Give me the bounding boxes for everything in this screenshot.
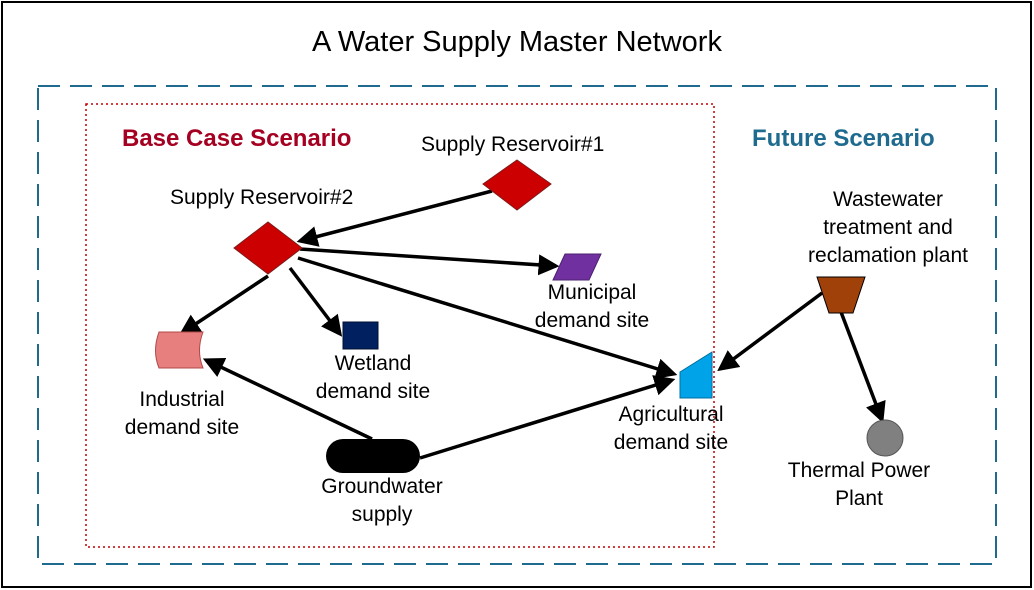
wetland-label: Wetland demand site — [302, 350, 444, 406]
agricultural-node — [679, 351, 713, 399]
groundwater-node — [326, 439, 420, 473]
wastewater-node — [816, 276, 866, 314]
agricultural-label-line1: Agricultural — [618, 403, 724, 426]
wetland-label-line2: demand site — [315, 380, 431, 403]
arrow-res2-to-wetland — [288, 266, 343, 337]
base-case-label: Base Case Scenario — [122, 125, 352, 152]
arrow-res2-to-industrial — [179, 274, 269, 335]
arrow-res2-to-agricultural — [297, 256, 678, 379]
arrow-groundwater-to-industrial — [202, 358, 373, 441]
thermal-node — [866, 419, 904, 457]
wetland-node — [342, 321, 379, 350]
supply-reservoir-2-label: Supply Reservoir#2 — [170, 186, 354, 209]
wastewater-label-line3: reclamation plant — [808, 244, 968, 267]
industrial-label-line2: demand site — [124, 416, 240, 439]
municipal-node — [552, 253, 602, 281]
municipal-label-line2: demand site — [534, 309, 650, 332]
future-scenario-label: Future Scenario — [752, 125, 935, 152]
thermal-label: Thermal Power Plant — [770, 457, 948, 513]
industrial-label: Industrial demand site — [110, 386, 254, 442]
diagram-title: A Water Supply Master Network — [312, 26, 722, 58]
wetland-label-line1: Wetland — [334, 352, 412, 375]
supply-reservoir-1-label: Supply Reservoir#1 — [421, 133, 605, 156]
supply-reservoir-1-node — [482, 159, 552, 211]
industrial-label-line1: Industrial — [139, 388, 225, 411]
future-scenario-box — [37, 85, 997, 565]
thermal-label-line2: Plant — [835, 487, 883, 510]
base-case-box — [85, 103, 715, 548]
arrow-res2-to-municipal — [299, 247, 560, 276]
agricultural-label-line2: demand site — [613, 431, 729, 454]
arrow-res1-to-res2 — [296, 189, 493, 247]
wastewater-label-line1: Wastewater — [832, 188, 944, 211]
agricultural-label: Agricultural demand site — [598, 401, 744, 457]
supply-reservoir-2-node — [233, 221, 303, 275]
thermal-label-line1: Thermal Power — [787, 459, 931, 482]
wastewater-label-line2: treatment and — [823, 216, 953, 239]
groundwater-label: Groundwater supply — [306, 473, 458, 529]
groundwater-label-line2: supply — [351, 503, 413, 526]
arrow-groundwater-to-agricultural — [419, 375, 676, 460]
arrow-wastewater-to-thermal — [839, 311, 886, 424]
industrial-node — [155, 331, 204, 369]
municipal-label: Municipal demand site — [520, 279, 664, 335]
arrow-wastewater-to-agricultural — [717, 291, 824, 372]
groundwater-label-line1: Groundwater — [321, 475, 443, 498]
municipal-label-line1: Municipal — [547, 281, 637, 304]
wastewater-label: Wastewater treatment and reclamation pla… — [788, 186, 988, 270]
